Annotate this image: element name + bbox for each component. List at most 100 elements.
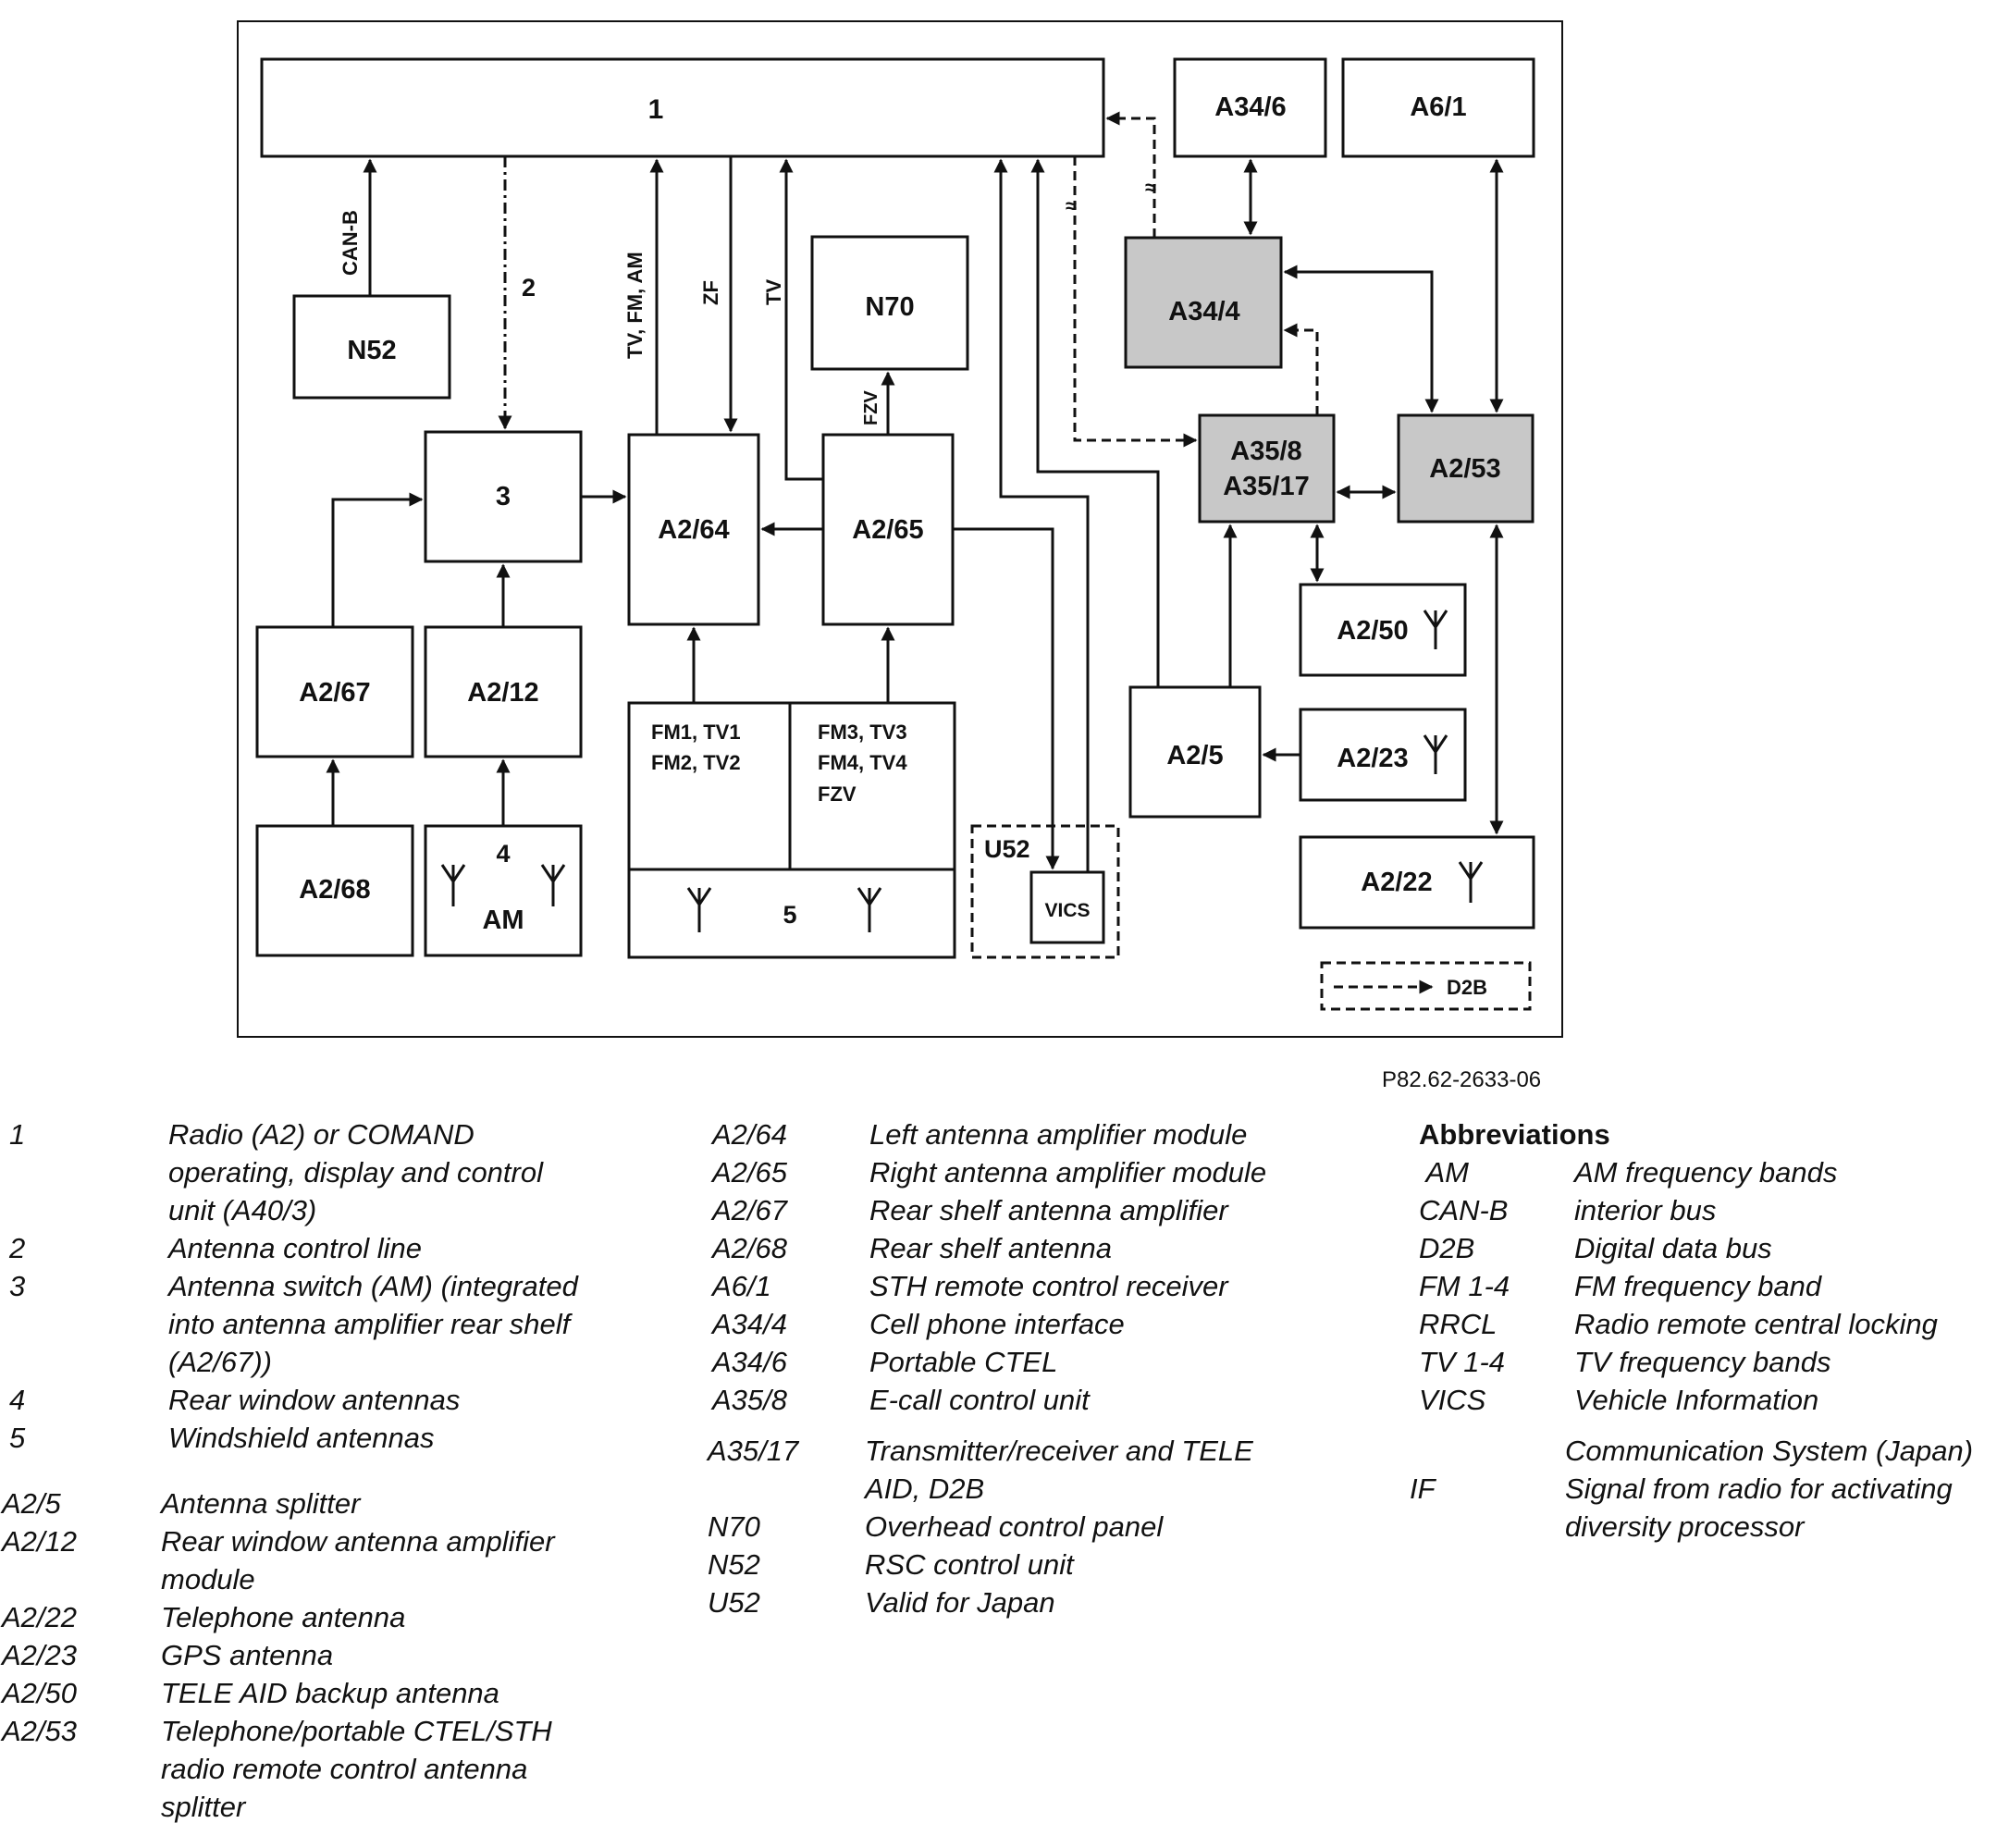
antenna-block-diagram: 1 A34/6 A6/1 A34/4 N52 N70 3 A2/64 A2/65… — [237, 20, 1563, 1038]
legend-entry: A2/67 Rear shelf antenna amplifier — [712, 1191, 1360, 1229]
svg-text:1: 1 — [648, 94, 664, 125]
legend-description-line: diversity processor — [1565, 1510, 1805, 1543]
legend-description-line: E-call control unit — [869, 1384, 1090, 1416]
svg-text:≈: ≈ — [1066, 194, 1077, 217]
legend-key — [1410, 1432, 1565, 1470]
antenna-icon — [857, 887, 882, 932]
block-a2-65: A2/65 — [821, 433, 955, 626]
svg-text:A2/68: A2/68 — [299, 875, 370, 905]
svg-text:FM2, TV2: FM2, TV2 — [651, 751, 741, 774]
svg-text:N70: N70 — [865, 292, 914, 322]
svg-text:A2/12: A2/12 — [467, 678, 538, 708]
legend-description-line: Antenna splitter — [161, 1487, 361, 1520]
legend-description-line: Telephone antenna — [161, 1601, 406, 1633]
legend-description: Antenna control line — [168, 1229, 620, 1267]
svg-text:U52: U52 — [984, 835, 1030, 863]
antenna-icon — [686, 887, 712, 932]
svg-text:A2/67: A2/67 — [299, 678, 370, 708]
legend-description-line: Radio remote central locking — [1574, 1308, 1938, 1340]
legend-entry: N52 RSC control unit — [708, 1546, 1360, 1583]
legend-key: N52 — [708, 1548, 760, 1581]
legend-key: IF — [1410, 1472, 1436, 1505]
svg-text:5: 5 — [783, 901, 796, 929]
legend-description: AM frequency bands — [1574, 1153, 2009, 1191]
legend-description-line: Vehicle Information — [1574, 1384, 1819, 1416]
svg-text:FZV: FZV — [818, 782, 857, 806]
antenna-icon — [440, 864, 466, 906]
legend-description-line: Rear window antennas — [168, 1384, 461, 1416]
antenna-icon — [1423, 734, 1448, 774]
legend-description: Overhead control panel — [865, 1508, 1360, 1546]
svg-text:FM3, TV3: FM3, TV3 — [818, 721, 907, 744]
svg-text:FM1, TV1: FM1, TV1 — [651, 721, 741, 744]
legend-description-line: Right antenna amplifier module — [869, 1156, 1267, 1189]
legend-key: AM — [1419, 1156, 1469, 1189]
legend-description: FM frequency band — [1574, 1267, 2009, 1305]
svg-text:≈: ≈ — [1145, 176, 1156, 199]
legend-description-line: Rear shelf antenna — [869, 1232, 1112, 1264]
legend-entry: A2/68 Rear shelf antenna — [712, 1229, 1360, 1267]
legend-description-line: Telephone/portable CTEL/STH — [161, 1715, 552, 1747]
svg-text:A2/50: A2/50 — [1337, 616, 1408, 646]
legend-description-line: (A2/67)) — [168, 1346, 272, 1378]
legend-description: interior bus — [1574, 1191, 2009, 1229]
legend-description: Rear window antennas — [168, 1381, 620, 1419]
legend-key: A34/4 — [712, 1308, 788, 1340]
svg-text:VICS: VICS — [1044, 900, 1090, 921]
svg-text:3: 3 — [496, 482, 511, 511]
svg-text:A2/64: A2/64 — [658, 515, 729, 545]
svg-text:FM4, TV4: FM4, TV4 — [818, 751, 907, 774]
legend-key: A2/50 — [2, 1677, 78, 1709]
svg-text:TV, FM, AM: TV, FM, AM — [623, 252, 647, 359]
legend-description: Valid for Japan — [865, 1583, 1360, 1621]
legend-key: A2/67 — [712, 1194, 788, 1226]
block-a2-12: A2/12 — [424, 625, 583, 758]
legend-description: Radio remote central locking — [1574, 1305, 2009, 1343]
legend-description: Rear shelf antenna amplifier — [869, 1191, 1360, 1229]
legend-description: TV frequency bands — [1574, 1343, 2009, 1381]
legend-description: Windshield antennas — [168, 1419, 620, 1457]
legend-description-line: Antenna switch (AM) (integrated — [168, 1270, 578, 1302]
legend-description: GPS antenna — [161, 1636, 620, 1674]
svg-text:A2/53: A2/53 — [1429, 454, 1500, 484]
block-a2-67: A2/67 — [255, 625, 414, 758]
legend-description-line: Antenna control line — [168, 1232, 423, 1264]
antenna-icon — [1423, 610, 1448, 649]
svg-text:TV: TV — [762, 279, 785, 305]
antenna-icon — [1458, 861, 1484, 903]
legend-description-line: GPS antenna — [161, 1639, 334, 1671]
legend-description-line: operating, display and control — [168, 1156, 543, 1189]
legend-description-line: Signal from radio for activating — [1565, 1472, 1953, 1505]
legend-description-line: TELE AID backup antenna — [161, 1677, 499, 1709]
legend-description-line: FM frequency band — [1574, 1270, 1822, 1302]
legend-description-line: RSC control unit — [865, 1548, 1074, 1581]
svg-text:D2B: D2B — [1447, 976, 1487, 999]
legend-key: 3 — [9, 1270, 26, 1302]
svg-text:A35/17: A35/17 — [1223, 472, 1310, 501]
svg-text:A2/65: A2/65 — [852, 515, 923, 545]
svg-text:ZF: ZF — [699, 280, 722, 305]
svg-text:A2/5: A2/5 — [1166, 741, 1223, 770]
legend-entry: IF Signal from radio for activating divers… — [1410, 1470, 2009, 1546]
legend-key: A2/68 — [712, 1232, 788, 1264]
